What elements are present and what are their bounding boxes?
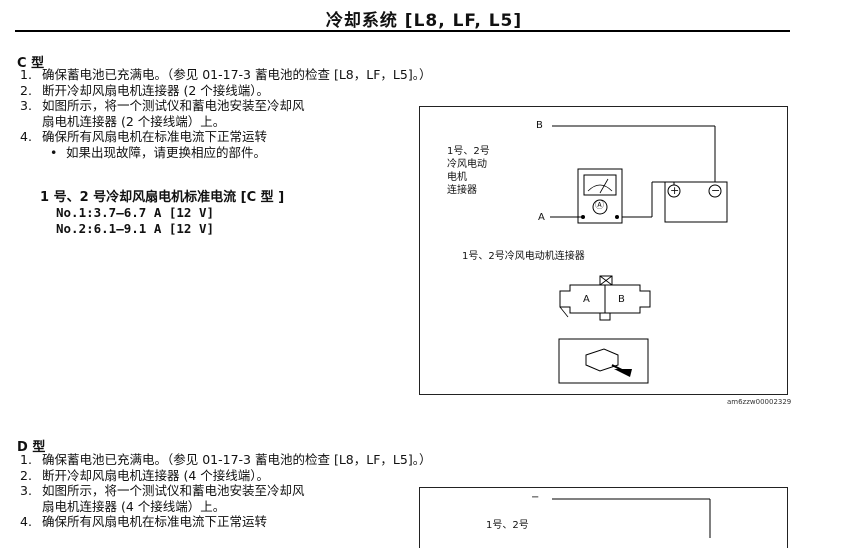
section-c-steps: 1.确保蓄电池已充满电。（参见 01-17-3 蓄电池的检查 [L8，LF，L5…	[20, 67, 431, 160]
step-item: 扇电机连接器 (4 个接线端）上。	[42, 498, 226, 514]
spec-line-2: No.2:6.1—9.1 A [12 V]	[56, 221, 215, 236]
arrow-icon	[614, 369, 632, 377]
connector-caption: 1号、2号冷风电动机连接器	[462, 251, 585, 262]
step-item: 扇电机连接器 (2 个接线端）上。	[42, 113, 226, 129]
tester-dial-circle	[592, 199, 608, 215]
figure-code: am6zzw00002329	[727, 398, 792, 406]
lock-tab-cross-2	[599, 275, 613, 286]
figure-d-wiring-diagram: − 1号、2号	[419, 487, 788, 548]
title-divider	[15, 30, 790, 32]
step-item: 4.确保所有风扇电机在标准电流下正常运转	[20, 129, 268, 144]
step-item: 2.断开冷却风扇电机连接器 (4 个接线端）。	[20, 467, 270, 483]
connector-label: 1号、2号 冷风电动 电机 连接器	[447, 146, 490, 196]
arrow-shaft	[611, 364, 629, 374]
battery-negative-terminal	[708, 184, 722, 198]
step-item: 1.确保蓄电池已充满电。（参见 01-17-3 蓄电池的检查 [L8，LF，L5…	[20, 67, 432, 82]
battery-negative-label: −	[711, 184, 721, 197]
step-item: 2.断开冷却风扇电机连接器 (2 个接线端）。	[20, 82, 270, 98]
connector-3d-shape	[585, 348, 619, 372]
battery-positive-label: +	[670, 184, 680, 197]
connector-latch-left	[559, 306, 569, 318]
pin-b-label: B	[618, 294, 625, 305]
page-title: 冷却系统 [L8, LF, L5]	[325, 11, 523, 31]
wiring-diagram-d-svg	[552, 498, 711, 538]
connector-label-d: 1号、2号	[486, 520, 529, 531]
tester-scale	[587, 184, 613, 192]
step-item: 4.确保所有风扇电机在标准电流下正常运转	[20, 514, 268, 529]
step-item: 1.确保蓄电池已充满电。（参见 01-17-3 蓄电池的检查 [L8，LF，L5…	[20, 452, 432, 467]
tester-label: Ⓐ	[595, 201, 605, 211]
connector-key	[599, 312, 611, 321]
section-c-heading: C 型	[17, 56, 45, 71]
tester-terminal-right	[615, 215, 619, 219]
section-d-heading: D 型	[17, 440, 46, 455]
section-d-steps: 1.确保蓄电池已充满电。（参见 01-17-3 蓄电池的检查 [L8，LF，L5…	[20, 452, 431, 530]
label-a: A	[538, 212, 545, 223]
spec-title: 1 号、2 号冷却风扇电机标准电流 [C 型 ]	[40, 190, 285, 205]
wiring-diagram-svg	[550, 125, 728, 384]
label-top: −	[531, 492, 540, 503]
tester-needle	[599, 178, 609, 194]
label-b: B	[536, 120, 543, 131]
figure-c-wiring-diagram: B A 1号、2号 冷风电动 电机 连接器 Ⓐ + − 1号、2号冷风电动机连接…	[419, 106, 788, 395]
pin-a-label: A	[583, 294, 590, 305]
bullet-item: •如果出现故障，请更换相应的部件。	[50, 144, 267, 160]
spec-line-1: No.1:3.7—6.7 A [12 V]	[56, 205, 215, 220]
step-item: 3.如图所示，将一个测试仪和蓄电池安装至冷却风	[20, 98, 305, 113]
step-item: 3.如图所示，将一个测试仪和蓄电池安装至冷却风	[20, 483, 305, 498]
